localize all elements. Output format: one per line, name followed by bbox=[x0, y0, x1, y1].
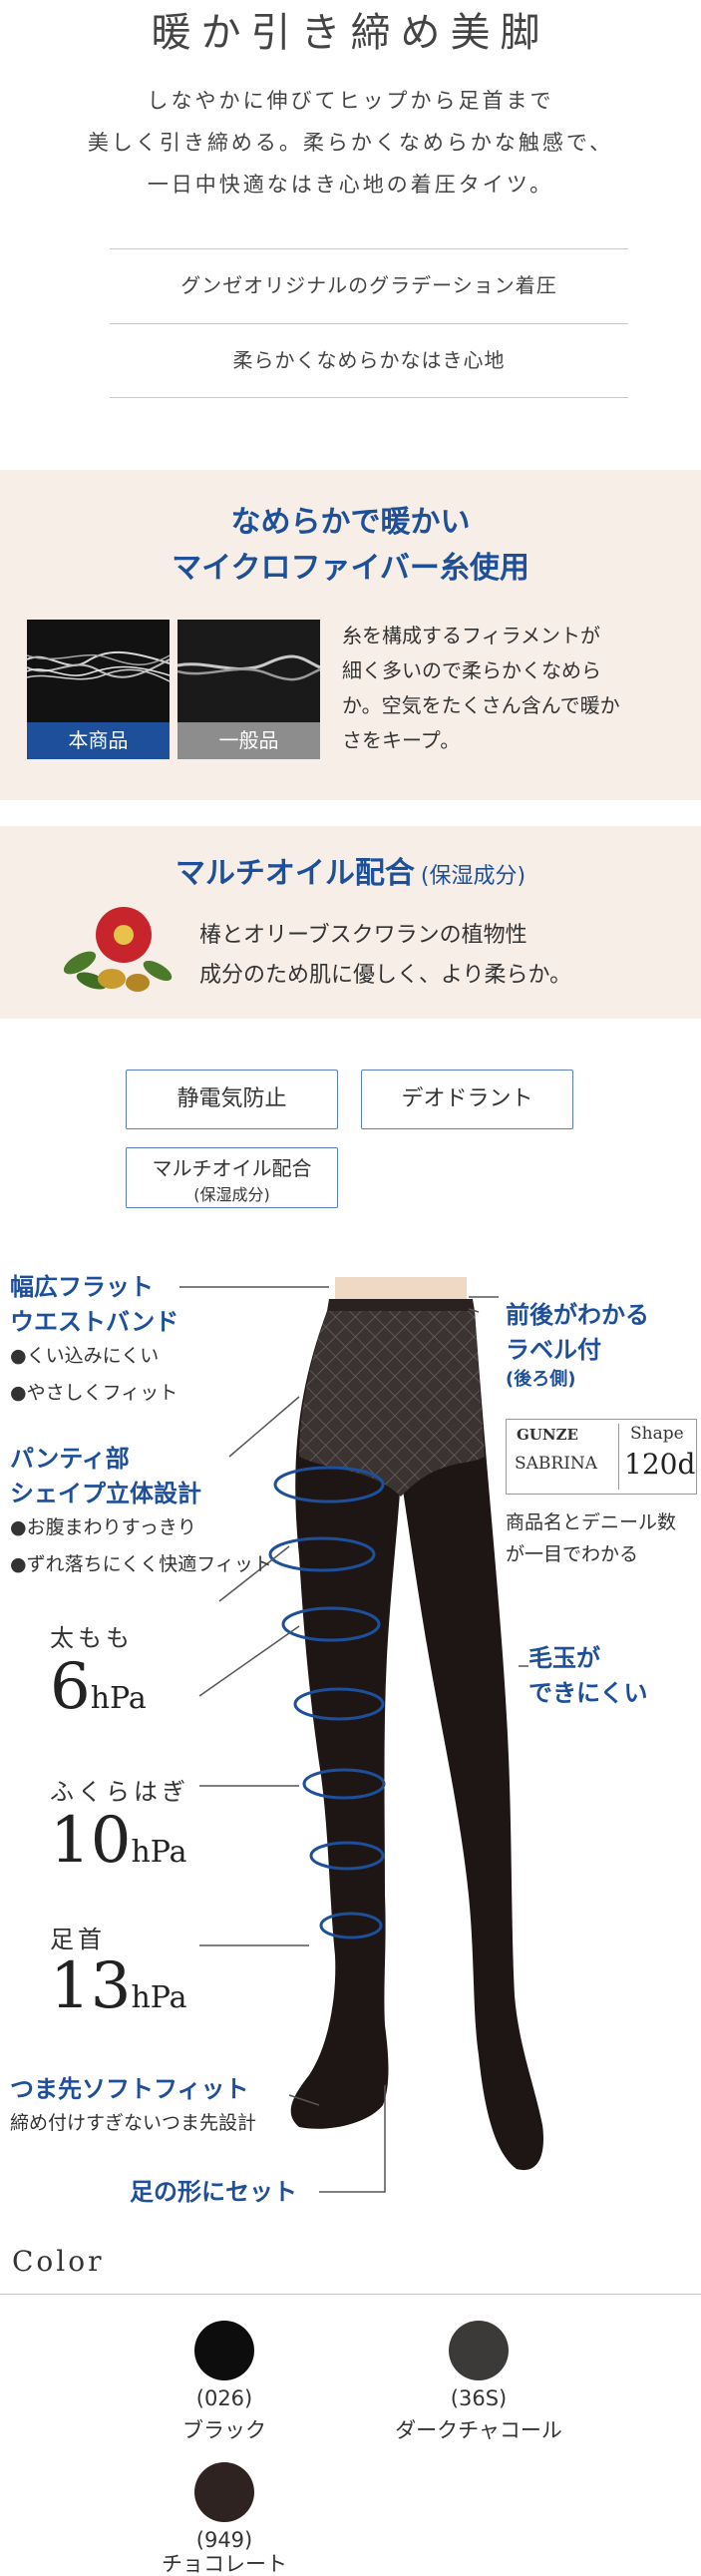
label-point: ●やさしくフィット bbox=[10, 1382, 178, 1404]
pilling-label: 毛玉が できにくい bbox=[528, 1638, 648, 1708]
desc-line: が一目でわかる bbox=[506, 1543, 639, 1565]
label-point: ●ずれ落ちにくく快適フィット bbox=[10, 1553, 272, 1575]
intro-text: しなやかに伸びてヒップから足首まで 美しく引き締める。柔らかくなめらかな触感で、… bbox=[0, 80, 701, 206]
label-title: ウエストバンド bbox=[10, 1308, 179, 1336]
multioil-title-main: マルチオイル配合 bbox=[175, 856, 415, 891]
waist-skin bbox=[335, 1277, 467, 1299]
desc-line: 糸を構成するフィラメントが bbox=[342, 624, 600, 647]
label-title: シェイプ立体設計 bbox=[10, 1480, 201, 1507]
brand-line: SABRINA bbox=[515, 1454, 598, 1474]
label-general-product: 一般品 bbox=[177, 722, 320, 759]
desc-line: か。空気をたくさん含んで暖か bbox=[342, 693, 620, 717]
label-title: できにくい bbox=[528, 1679, 648, 1707]
thigh-label: 太もも bbox=[50, 1624, 134, 1652]
divider bbox=[0, 2294, 701, 2295]
multioil-title: マルチオイル配合(保湿成分) bbox=[0, 848, 701, 892]
ankle-label: 足首 bbox=[50, 1926, 106, 1953]
color-name: ダークチャコール bbox=[395, 2418, 562, 2442]
ankle-pressure: 13hPa bbox=[50, 1949, 186, 2023]
label-this-product: 本商品 bbox=[27, 722, 170, 759]
label-title: つま先ソフトフィット bbox=[10, 2075, 249, 2103]
tights-diagram bbox=[179, 1277, 543, 2193]
label-title: パンティ部 bbox=[10, 1445, 130, 1473]
pressure-value: 13 bbox=[50, 1949, 132, 2023]
camellia-olive-icon bbox=[63, 907, 173, 992]
microfiber-desc: 糸を構成するフィラメントが 細く多いので柔らかくなめら か。空気をたくさん含んで… bbox=[342, 619, 686, 758]
intro-line: 美しく引き締める。柔らかくなめらかな触感で、 bbox=[87, 131, 614, 155]
toe-label: つま先ソフトフィット 締め付けすぎないつま先設計 bbox=[10, 2069, 256, 2135]
product-label-tag: GUNZE SABRINA Shape 120d bbox=[506, 1419, 697, 1495]
feature-softness: 柔らかくなめらかなはき心地 bbox=[232, 348, 506, 372]
intro-line: 一日中快適なはき心地の着圧タイツ。 bbox=[147, 173, 554, 197]
color-swatch-dark-charcoal[interactable] bbox=[449, 2321, 509, 2380]
brand-text: GUNZE bbox=[517, 1426, 578, 1444]
label-sub: (後ろ側) bbox=[506, 1369, 576, 1390]
color-swatch-black[interactable] bbox=[194, 2321, 254, 2380]
label-point: ●くい込みにくい bbox=[10, 1345, 160, 1367]
pressure-unit: hPa bbox=[131, 1835, 187, 1870]
foot-shape-label: 足の形にセット bbox=[130, 2178, 297, 2206]
tag-deodorant: デオドラント bbox=[361, 1070, 573, 1129]
divider bbox=[110, 323, 628, 324]
desc-line: 商品名とデニール数 bbox=[506, 1511, 677, 1533]
pressure-unit: hPa bbox=[131, 1980, 187, 2015]
pressure-unit: hPa bbox=[90, 1681, 147, 1716]
panty-section bbox=[299, 1311, 485, 1497]
desc-line: 椿とオリーブスクワランの植物性 bbox=[199, 923, 527, 948]
label-title: 幅広フラット bbox=[10, 1273, 154, 1301]
color-code: (36S) bbox=[450, 2386, 508, 2410]
pressure-value: 10 bbox=[50, 1804, 132, 1878]
label-title: ラベル付 bbox=[506, 1336, 601, 1364]
color-name: ブラック bbox=[182, 2418, 266, 2442]
calf-pressure: 10hPa bbox=[50, 1804, 186, 1878]
calf-label: ふくらはぎ bbox=[50, 1778, 189, 1806]
label-point: ●お腹まわりすっきり bbox=[10, 1516, 196, 1538]
label-desc: 商品名とデニール数 が一目でわかる bbox=[506, 1506, 676, 1570]
multioil-panel: マルチオイル配合(保湿成分) 椿とオリーブスクワランの植物性 成分のため肌に優し… bbox=[0, 826, 701, 1019]
main-title: 暖か引き締め美脚 bbox=[151, 10, 550, 56]
back-label-callout: 前後がわかる ラベル付 (後ろ側) bbox=[506, 1295, 649, 1391]
desc-line: さをキープ。 bbox=[342, 728, 461, 752]
feature-gradation: グンゼオリジナルのグラデーション着圧 bbox=[180, 273, 557, 297]
tag-multioil-line2: (保湿成分) bbox=[193, 1185, 270, 1204]
shape-text: Shape bbox=[630, 1424, 684, 1444]
tag-multioil-line1: マルチオイル配合 bbox=[152, 1156, 312, 1180]
label-title: 毛玉が bbox=[528, 1644, 600, 1672]
waistband bbox=[327, 1299, 475, 1311]
desc-line: 成分のため肌に優しく、より柔らか。 bbox=[199, 963, 572, 988]
microfiber-title-line: マイクロファイバー糸使用 bbox=[172, 551, 529, 586]
tag-multioil: マルチオイル配合 (保湿成分) bbox=[126, 1147, 338, 1208]
fiber-photo-general: 一般品 bbox=[177, 620, 320, 759]
label-divider bbox=[618, 1424, 619, 1490]
multioil-desc: 椿とオリーブスクワランの植物性 成分のため肌に優しく、より柔らか。 bbox=[199, 916, 678, 996]
label-point: 締め付けすぎないつま先設計 bbox=[10, 2112, 257, 2134]
multioil-title-sub: (保湿成分) bbox=[420, 864, 526, 889]
denier-text: 120d bbox=[624, 1448, 696, 1481]
microfiber-title: なめらかで暖かい マイクロファイバー糸使用 bbox=[0, 500, 701, 592]
tag-antistatic: 静電気防止 bbox=[126, 1070, 338, 1129]
tights-legs bbox=[290, 1311, 543, 2171]
intro-line: しなやかに伸びてヒップから足首まで bbox=[147, 89, 554, 113]
panty-shape-label: パンティ部 シェイプ立体設計 ●お腹まわりすっきり ●ずれ落ちにくく快適フィット bbox=[10, 1439, 272, 1576]
color-heading: Color bbox=[12, 2245, 105, 2278]
desc-line: 細く多いので柔らかくなめら bbox=[342, 658, 601, 682]
color-code: (026) bbox=[195, 2386, 253, 2410]
divider bbox=[110, 397, 628, 398]
color-name: チョコレート bbox=[162, 2552, 287, 2576]
color-swatch-chocolate[interactable] bbox=[194, 2462, 254, 2522]
color-code: (949) bbox=[195, 2528, 253, 2552]
fiber-photo-this: 本商品 bbox=[27, 620, 170, 759]
thigh-pressure: 6hPa bbox=[50, 1650, 147, 1724]
divider bbox=[110, 248, 628, 249]
pressure-value: 6 bbox=[50, 1650, 91, 1724]
waist-band-label: 幅広フラット ウエストバンド ●くい込みにくい ●やさしくフィット bbox=[10, 1267, 178, 1405]
microfiber-title-line: なめらかで暖かい bbox=[230, 505, 471, 540]
label-title: 前後がわかる bbox=[506, 1301, 649, 1329]
